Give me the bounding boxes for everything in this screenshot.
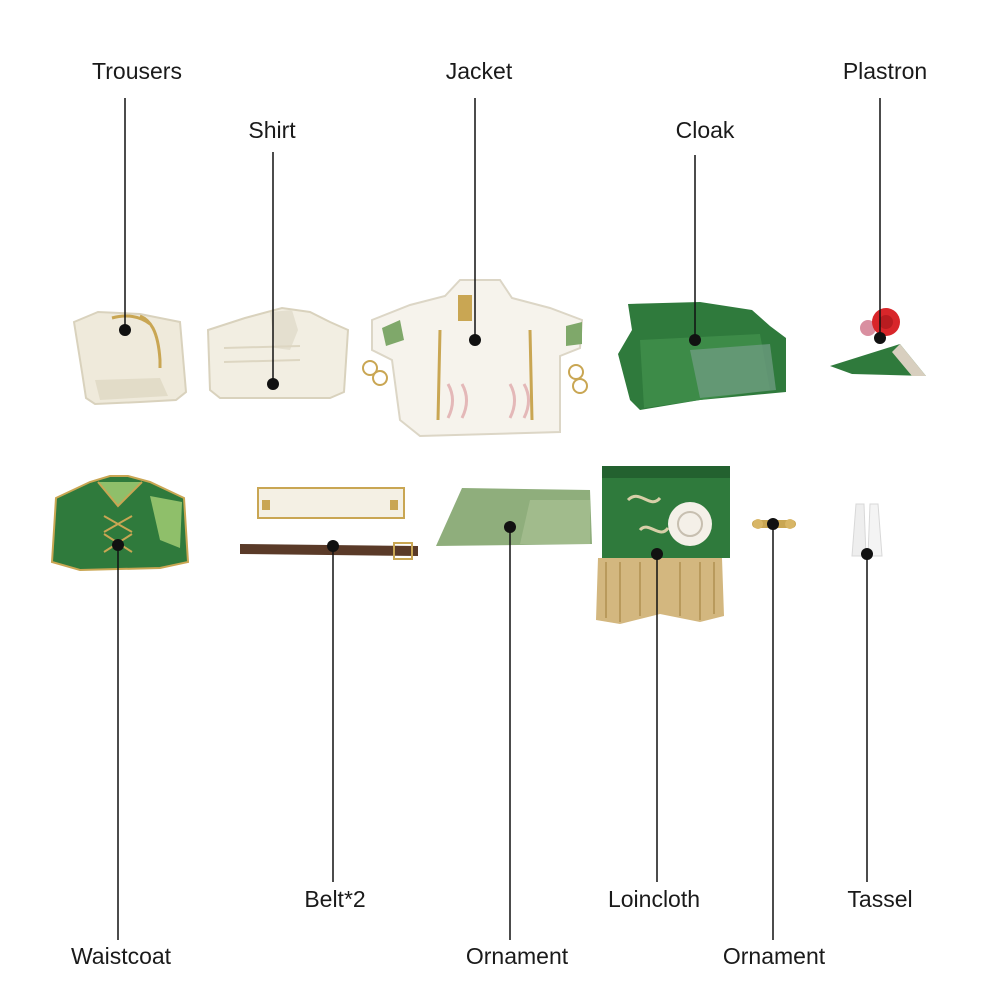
tassel-image: [851, 503, 883, 557]
plastron-image: [830, 308, 926, 376]
jacket-image: [362, 279, 588, 438]
loincloth-image: [596, 466, 730, 624]
label-ornament-cloth: Ornament: [465, 943, 569, 969]
dot-ornament-pin: [767, 518, 779, 530]
dot-jacket: [469, 334, 481, 346]
leader-lines: [117, 98, 881, 940]
dot-loincloth: [651, 548, 663, 560]
shirt-image: [206, 306, 350, 399]
leader-dots: [112, 324, 886, 560]
dot-tassel: [861, 548, 873, 560]
dot-waistcoat: [112, 539, 124, 551]
dot-shirt: [267, 378, 279, 390]
label-ornament-pin: Ornament: [722, 943, 826, 969]
label-tassel: Tassel: [847, 886, 913, 912]
cloak-image: [618, 302, 786, 410]
dot-trousers: [119, 324, 131, 336]
dot-plastron: [874, 332, 886, 344]
ornament-cloth-image: [436, 488, 592, 546]
label-jacket: Jacket: [445, 58, 513, 84]
dot-ornament-cloth: [504, 521, 516, 533]
dot-belt: [327, 540, 339, 552]
label-cloak: Cloak: [675, 117, 735, 143]
dot-cloak: [689, 334, 701, 346]
waistcoat-image: [50, 475, 190, 572]
label-belt: Belt*2: [304, 886, 366, 912]
label-plastron: Plastron: [842, 58, 928, 84]
label-waistcoat: Waistcoat: [70, 943, 172, 969]
trousers-image: [72, 310, 188, 406]
label-loincloth: Loincloth: [607, 886, 701, 912]
label-shirt: Shirt: [248, 117, 296, 143]
label-trousers: Trousers: [92, 58, 182, 84]
